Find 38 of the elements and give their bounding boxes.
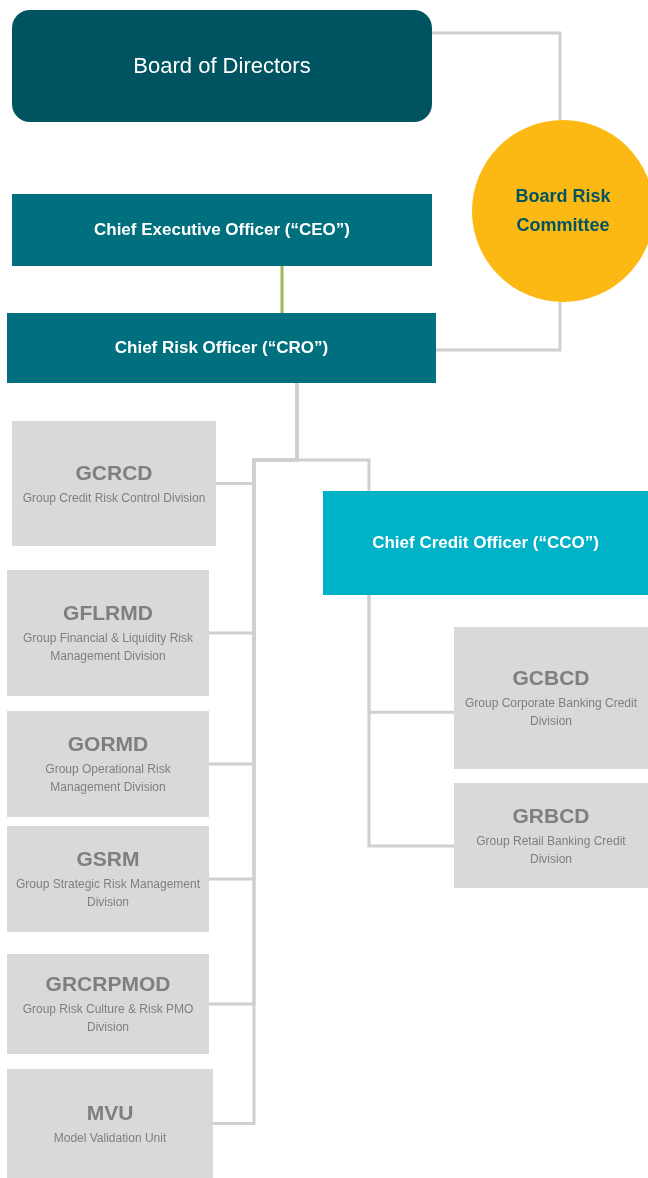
board-box [12, 10, 432, 122]
division-code: GORMD [67, 732, 149, 756]
division-box [7, 570, 209, 696]
division-box [7, 826, 209, 932]
division-name: Model Validation Unit [53, 1129, 167, 1147]
box-title: Chief Executive Officer (“CEO”) [94, 220, 350, 240]
division-box [7, 711, 209, 817]
division-code: GRCRPMOD [45, 972, 171, 996]
division-name: Group Strategic Risk Management Division [15, 876, 201, 911]
division-code: GFLRMD [63, 601, 153, 625]
committee-name: Board Risk Committee [514, 185, 612, 237]
division-code: GCRCD [75, 460, 153, 485]
division-name: Group Retail Banking Credit Division [475, 832, 627, 868]
division-name: Group Credit Risk Control Division [22, 489, 206, 507]
division-box [12, 421, 216, 546]
division-name: Group Corporate Banking Credit Division [463, 695, 639, 730]
officer-box [12, 194, 432, 266]
division-name: Group Risk Culture & Risk PMO Division [21, 1001, 195, 1036]
division-box [454, 627, 648, 769]
box-title: Chief Credit Officer (“CCO”) [372, 533, 599, 553]
division-name: Group Financial & Liquidity Risk Management Division [21, 630, 195, 665]
division-code: MVU [86, 1100, 134, 1125]
division-box [7, 1069, 213, 1178]
officer-box [323, 491, 648, 595]
division-box [454, 783, 648, 888]
division-code: GSRM [76, 847, 140, 871]
division-code: GRBCD [512, 803, 590, 828]
connector-line [367, 595, 454, 848]
division-code: GCBCD [512, 666, 590, 690]
officer-box [7, 313, 436, 383]
box-title: Board of Directors [133, 53, 311, 79]
division-name: Group Operational Risk Management Division [44, 761, 172, 796]
connector-line [280, 266, 284, 313]
box-title: Chief Risk Officer (“CRO”) [114, 338, 329, 358]
connector-line [295, 383, 371, 491]
division-box [7, 954, 209, 1054]
connector-line [432, 31, 562, 120]
connector-line [436, 302, 562, 352]
